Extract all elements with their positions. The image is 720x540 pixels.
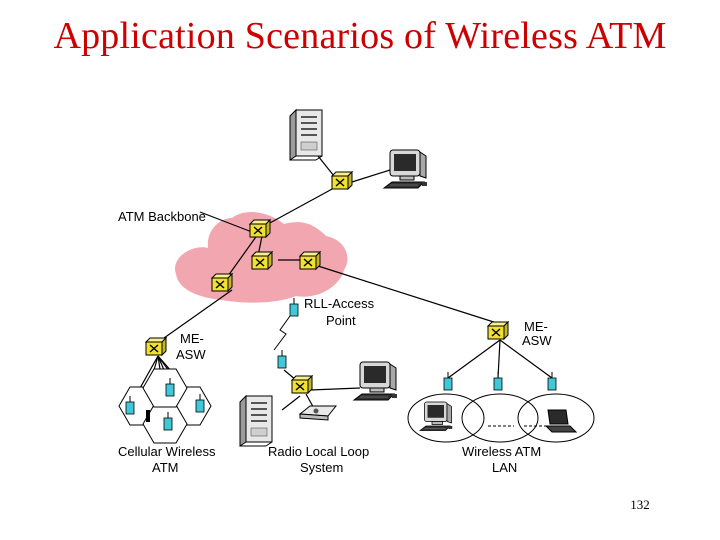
label-wlan: Wireless ATM [462, 444, 541, 459]
atm-switch-icon [251, 251, 273, 270]
modem-icon [298, 405, 338, 421]
page-number: 132 [630, 497, 650, 512]
mobile-terminal-icon [146, 410, 150, 422]
workstation-icon [419, 401, 453, 431]
atm-switch-icon [331, 171, 353, 190]
wlan-cell-3 [517, 393, 595, 443]
radio-antenna-icon [547, 371, 557, 391]
label-wlan-2: LAN [492, 460, 517, 475]
atm-switch-icon [145, 337, 167, 356]
workstation-icon [383, 149, 428, 189]
server-icon [239, 395, 273, 447]
label-me-asw-right-2: ASW [522, 333, 552, 348]
workstation-icon [353, 361, 398, 401]
atm-switch-icon [211, 273, 233, 292]
atm-switch-icon [249, 219, 271, 238]
label-me-asw-left-2: ASW [176, 347, 206, 362]
label-rll-access: RLL-Access [304, 296, 375, 311]
atm-switch-icon [291, 375, 313, 394]
label-cellular: Cellular Wireless [118, 444, 216, 459]
radio-antenna-icon [277, 349, 287, 369]
label-cellular-2: ATM [152, 460, 178, 475]
slide-title: Application Scenarios of Wireless ATM [53, 15, 667, 57]
label-rll-access-2: Point [326, 313, 356, 328]
radio-antenna-icon [443, 371, 453, 391]
label-me-asw-left: ME- [180, 331, 204, 346]
label-me-asw-right: ME- [524, 319, 548, 334]
rll-wireless-link [273, 315, 291, 351]
atm-switch-icon [487, 321, 509, 340]
label-rll-system-2: System [300, 460, 343, 475]
radio-antenna-icon [289, 297, 299, 317]
wlan-cell-1 [407, 393, 485, 443]
laptop-icon [545, 409, 577, 433]
radio-antenna-icon [493, 371, 503, 391]
atm-switch-icon [299, 251, 321, 270]
wlan-cell-2 [461, 393, 539, 443]
label-rll-system: Radio Local Loop [268, 444, 369, 459]
label-atm-backbone: ATM Backbone [118, 209, 206, 224]
server-icon [289, 109, 323, 161]
